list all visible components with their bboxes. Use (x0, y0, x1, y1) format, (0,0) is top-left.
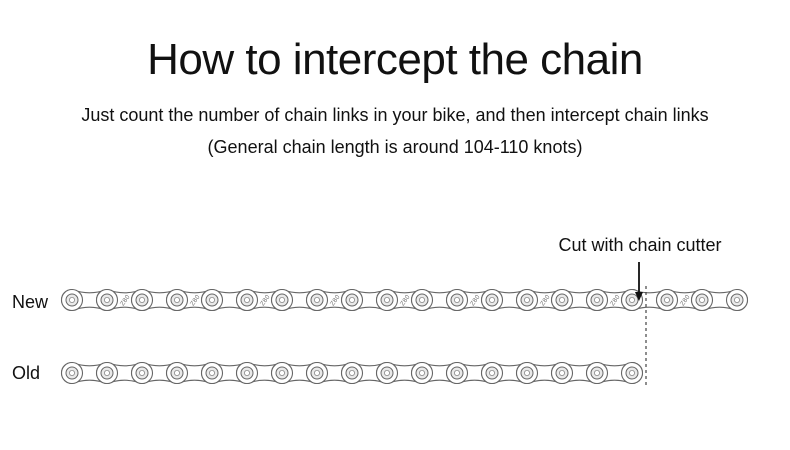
new-chain-label: New (12, 292, 49, 312)
chain-pin (138, 369, 145, 376)
chain-pin (173, 296, 180, 303)
chain-pin (699, 296, 706, 303)
page-title: How to intercept the chain (147, 35, 643, 84)
chain-pin (559, 369, 566, 376)
chain-pin (278, 296, 285, 303)
chain-pin (629, 296, 636, 303)
old-chain (60, 361, 644, 385)
chain-pin (559, 296, 566, 303)
chain-pin (104, 369, 111, 376)
instruction-text: Just count the number of chain links in … (81, 105, 709, 125)
chain-pin (488, 369, 495, 376)
chain-pin (173, 369, 180, 376)
chain-pin (664, 296, 671, 303)
chain-pin (524, 296, 531, 303)
chain-pin (138, 296, 145, 303)
chain-pin (524, 369, 531, 376)
chain-pin (208, 369, 215, 376)
chain-pin (69, 296, 76, 303)
chain-pin (453, 369, 460, 376)
chain-pin (629, 369, 636, 376)
chain-pin (488, 296, 495, 303)
chain-pin (348, 296, 355, 303)
chain-pin (594, 296, 601, 303)
chain-pin (418, 296, 425, 303)
cut-arrow-head (635, 292, 643, 301)
chain-pin (313, 296, 320, 303)
chain-pin (594, 369, 601, 376)
chain-pin (69, 369, 76, 376)
cut-label: Cut with chain cutter (558, 235, 722, 255)
chain-pin (418, 369, 425, 376)
chain-pin (383, 369, 390, 376)
chain-pin (208, 296, 215, 303)
chain-pin (383, 296, 390, 303)
chain-pin (243, 296, 250, 303)
chain-pin (278, 369, 285, 376)
cut-marker (635, 262, 647, 388)
chain-pin (104, 296, 111, 303)
chain-pin (243, 369, 250, 376)
chain-pin (453, 296, 460, 303)
chain-pin (313, 369, 320, 376)
chain-pin (734, 296, 741, 303)
chain-pin (348, 369, 355, 376)
old-chain-label: Old (12, 363, 41, 383)
chain-length-note: (General chain length is around 104-110 … (207, 137, 583, 157)
